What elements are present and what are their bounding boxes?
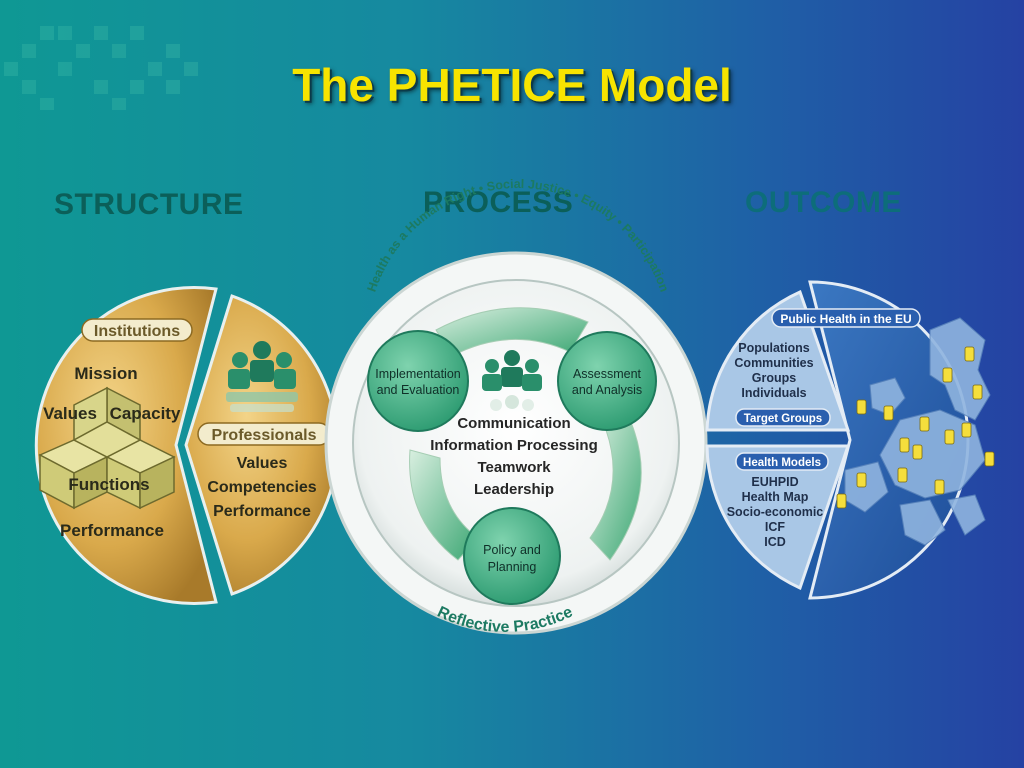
process-section: Health as a Human Right • Social Justice…: [324, 177, 708, 636]
health-model-icd: ICD: [764, 535, 786, 549]
target-groups-label-pill: [735, 408, 831, 427]
center-item-teamwork: Teamwork: [477, 459, 551, 476]
mission-label: Mission: [74, 364, 137, 383]
target-item-individuals: Individuals: [741, 386, 806, 400]
svg-text:Implementation: Implementation: [375, 367, 461, 381]
health-models-label: Health Models: [743, 457, 821, 469]
node-assessment: Assessment and Analysis: [557, 331, 657, 431]
target-item-groups: Groups: [752, 371, 796, 385]
professionals-item-performance: Performance: [213, 503, 311, 520]
health-models-label-pill: [735, 452, 829, 471]
cycle-arrows: [409, 307, 642, 561]
svg-text:Assessment: Assessment: [573, 367, 642, 381]
node-implementation: Implementation and Evaluation: [367, 330, 469, 432]
center-item-communication: Communication: [457, 415, 570, 432]
performance-label: Performance: [60, 521, 164, 540]
health-model-socio-economic: Socio-economic: [727, 505, 824, 519]
target-item-communities: Communities: [734, 356, 813, 370]
people-icon: [226, 341, 298, 412]
professionals-item-competencies: Competencies: [207, 479, 316, 496]
outcome-section: Public Health in the EU Populations Comm…: [705, 280, 995, 600]
institutions-label: Institutions: [94, 323, 180, 340]
svg-text:and Evaluation: and Evaluation: [377, 383, 460, 397]
professionals-label: Professionals: [212, 427, 317, 444]
health-models-segment: [705, 444, 851, 591]
center-people-icon: [482, 350, 542, 411]
outcome-heading: OUTCOME: [745, 186, 902, 219]
institutions-label-pill: [81, 318, 193, 342]
cube-stack-icon: [38, 386, 176, 510]
center-item-information: Information Processing: [430, 437, 598, 454]
capacity-label: Capacity: [110, 404, 181, 423]
health-model-health-map: Health Map: [742, 490, 809, 504]
health-model-icf: ICF: [765, 520, 786, 534]
target-groups-segment: [705, 289, 851, 432]
svg-text:and Analysis: and Analysis: [572, 383, 642, 397]
process-heading: PROCESS: [423, 186, 574, 219]
location-markers: [836, 346, 995, 509]
svg-text:Planning: Planning: [488, 560, 537, 574]
node-policy: Policy and Planning: [463, 507, 561, 605]
slide-title: The PHETICE Model: [292, 59, 732, 111]
decorative-squares: [4, 26, 198, 110]
target-item-populations: Populations: [738, 341, 810, 355]
health-model-euhpid: EUHPID: [751, 475, 798, 489]
svg-text:Policy and: Policy and: [483, 543, 541, 557]
structure-section: Institutions Mission Values Capacity Fun…: [34, 286, 339, 605]
professionals-item-values: Values: [237, 455, 288, 472]
functions-label: Functions: [68, 475, 149, 494]
structure-heading: STRUCTURE: [54, 188, 244, 221]
target-groups-label: Target Groups: [744, 413, 822, 425]
europe-map: [844, 317, 991, 546]
values-label: Values: [43, 404, 97, 423]
public-health-label-pill: [771, 308, 921, 328]
center-item-leadership: Leadership: [474, 481, 554, 498]
public-health-label: Public Health in the EU: [780, 312, 911, 326]
